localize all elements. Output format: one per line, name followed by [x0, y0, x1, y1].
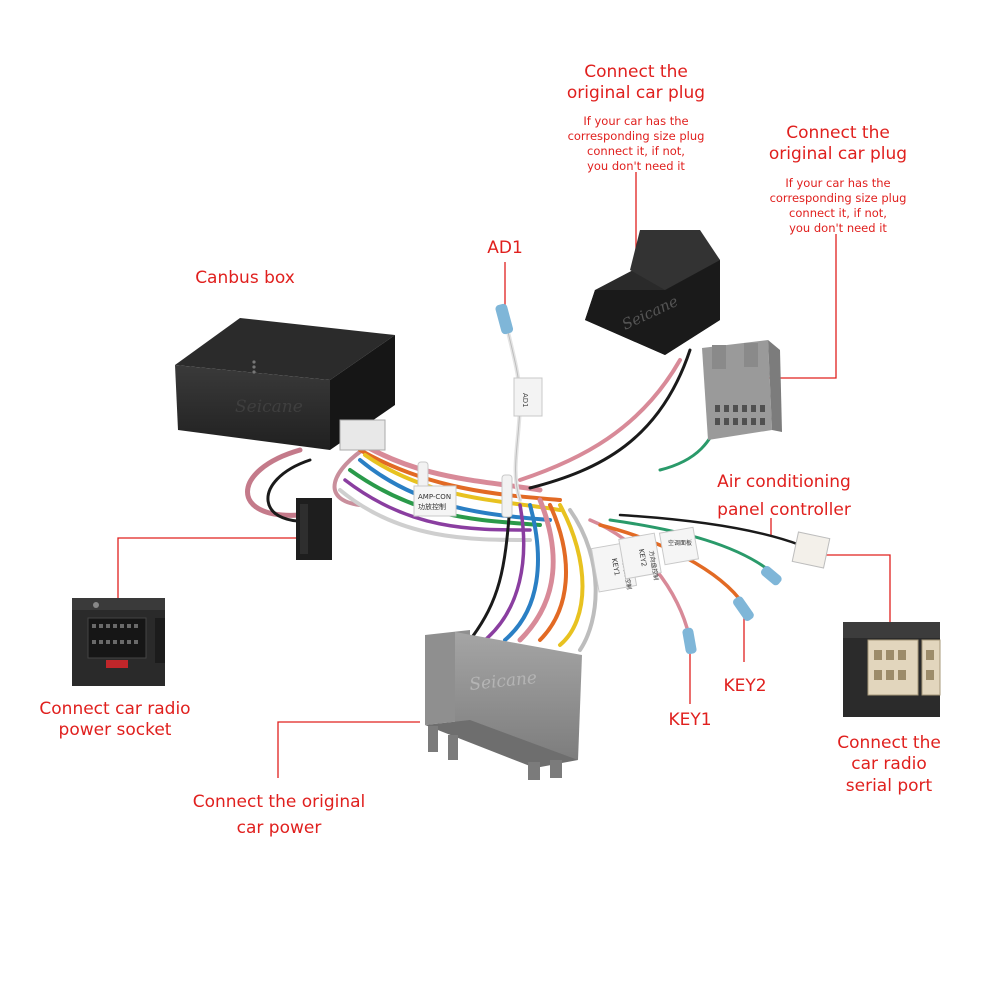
ac-controller-label: Air conditioning panel controller — [704, 468, 864, 524]
plug2-note-line1: If your car has the — [785, 176, 891, 190]
leader-serial — [812, 554, 891, 622]
leader-car-power — [277, 721, 420, 778]
radio-serial-port-photo — [843, 622, 941, 717]
key-terminals — [682, 565, 782, 655]
plug2-note-line3: connect it, if not, — [789, 205, 887, 220]
ad1-tag-text: AD1 — [521, 393, 529, 408]
plug2-note: If your car has the corresponding size p… — [758, 176, 918, 236]
plug1-note: If your car has the corresponding size p… — [556, 114, 716, 174]
serial-line2: car radio — [851, 754, 927, 775]
leader-radio-power — [117, 537, 298, 598]
canbus-watermark: Seicane — [235, 397, 303, 417]
key1-tag-line1: KEY1 — [610, 558, 621, 577]
plug2-title-line1: Connect the — [786, 123, 890, 143]
amp-tag-line2: 功放控制 — [418, 502, 446, 511]
key2-tag-line1: KEY2 — [637, 548, 648, 567]
ad1-label: AD1 — [487, 238, 523, 258]
ac-label-line2: panel controller — [717, 500, 851, 520]
black-connector-left — [296, 498, 332, 560]
ac-tag-text: 空调面板 — [668, 539, 692, 547]
key1-label: KEY1 — [668, 710, 712, 730]
plug1-note-line1: If your car has the — [583, 114, 689, 128]
plug1-title: Connect the original car plug — [556, 62, 716, 105]
gray-plug-right — [702, 340, 782, 440]
canbus-box-label: Canbus box — [195, 268, 295, 288]
car-power-line2: car power — [236, 818, 322, 838]
radio-power-line1: Connect car radio — [39, 699, 191, 719]
car-power-line1: Connect the original — [192, 792, 366, 812]
plug2-title-line2: original car plug — [768, 144, 908, 165]
radio-power-line2: power socket — [58, 720, 172, 741]
cable-ties — [417, 461, 513, 518]
black-plug-top: Seicane — [585, 230, 720, 355]
key2-label: KEY2 — [723, 676, 767, 696]
radio-power-label: Connect car radio power socket — [30, 699, 200, 742]
plug1-note-line3: connect it, if not, — [587, 143, 685, 158]
serial-line1: Connect the — [837, 733, 941, 753]
ac-label-line1: Air conditioning — [717, 472, 851, 492]
ac-connector — [791, 531, 831, 569]
ad1-terminal: AD1 — [495, 303, 543, 417]
plug1-note-line2: corresponding size plug — [567, 128, 705, 143]
key-tags: KEY1 方向盘控制 KEY2 方向盘控制 空调面板 — [590, 526, 700, 593]
wire-bundle — [245, 318, 802, 652]
plug2-note-line2: corresponding size plug — [769, 190, 907, 205]
serial-port-label: Connect the car radio serial port — [825, 733, 953, 797]
amp-tag: AMP-CON 功放控制 — [413, 485, 457, 517]
car-power-label: Connect the original car power — [180, 789, 378, 841]
plug2-note-line4: you don't need it — [789, 220, 887, 235]
amp-tag-line1: AMP-CON — [418, 493, 451, 501]
plug1-title-line2: original car plug — [566, 83, 706, 104]
plug1-title-line1: Connect the — [584, 62, 688, 82]
canbus-box: Seicane — [175, 318, 395, 451]
radio-power-socket-photo — [72, 598, 165, 686]
gray-power-plug: Seicane — [425, 630, 582, 780]
plug1-note-line4: you don't need it — [587, 158, 685, 173]
plug2-title: Connect the original car plug — [758, 123, 918, 166]
serial-line3: serial port — [845, 775, 933, 796]
